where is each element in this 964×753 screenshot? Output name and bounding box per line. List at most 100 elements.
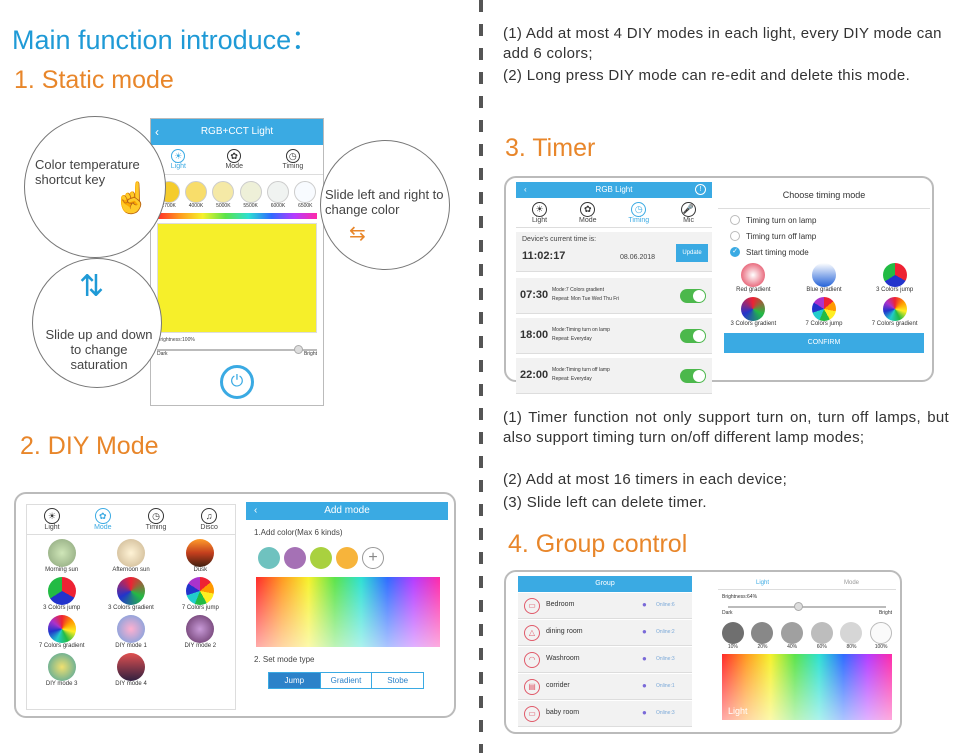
type-stobe-button[interactable]: Stobe xyxy=(371,673,423,688)
mode-item[interactable]: 7 Colors gradient xyxy=(27,615,96,649)
tab-light[interactable]: ☀Light xyxy=(44,508,61,531)
group-row[interactable]: ◠Washroom●Online:3 xyxy=(518,647,692,673)
bright-label: Bright xyxy=(878,610,892,616)
tab-mode[interactable]: ✿Mode xyxy=(94,508,112,531)
tab-light[interactable]: ☀Light xyxy=(532,201,547,224)
group-brightness-thumb[interactable] xyxy=(794,602,803,611)
back-icon[interactable]: ‹ xyxy=(524,185,527,194)
group-status: Online:3 xyxy=(656,656,675,662)
tab-timing[interactable]: ◷Timing xyxy=(628,201,649,224)
timer-row[interactable]: 18:00 Mode:Timing turn on lamp Repeat: E… xyxy=(516,318,712,354)
mode-item[interactable]: Dusk xyxy=(166,539,235,573)
mode-item[interactable]: DIY mode 4 xyxy=(96,653,165,687)
brightness-slider[interactable] xyxy=(157,349,317,351)
group-status: Online:1 xyxy=(656,683,675,689)
tab-label: Timing xyxy=(282,163,304,170)
timer-repeat: Repeat: Everyday xyxy=(552,336,592,342)
group-row[interactable]: ▭baby room●Online:3 xyxy=(518,701,692,727)
level-swatch[interactable]: 20% xyxy=(751,622,774,650)
static-header: ‹ RGB+CCT Light xyxy=(151,119,323,145)
timer-note-3: (3) Slide left can delete timer. xyxy=(503,494,707,511)
group-header: Group xyxy=(518,576,692,592)
temp-swatch[interactable]: 6000K xyxy=(266,181,289,209)
color-chip[interactable] xyxy=(336,547,358,569)
group-brightness-slider[interactable] xyxy=(728,606,886,608)
color-picker[interactable] xyxy=(256,577,440,647)
tab-light[interactable]: ☀Light xyxy=(171,149,186,170)
timer-time: 18:00 xyxy=(520,329,549,341)
bulb-icon: ☀ xyxy=(171,149,186,163)
add-color-icon[interactable]: + xyxy=(362,547,384,569)
timing-mode-item[interactable]: Red gradient xyxy=(718,263,789,293)
tab-mode[interactable]: ✿Mode xyxy=(579,201,597,224)
type-gradient-button[interactable]: Gradient xyxy=(319,673,372,688)
brightness-thumb[interactable] xyxy=(294,345,303,354)
temp-swatch[interactable]: 4000K xyxy=(184,181,207,209)
color-chip[interactable] xyxy=(310,547,332,569)
saturation-pad[interactable] xyxy=(157,223,317,333)
group-row[interactable]: △dining room●Online:2 xyxy=(518,620,692,646)
tab-mode[interactable]: ✿Mode xyxy=(225,149,243,170)
hue-slider[interactable] xyxy=(157,213,317,219)
callout-text: Slide up and down to change saturation xyxy=(45,327,153,372)
type-jump-button[interactable]: Jump xyxy=(269,673,320,688)
color-chip[interactable] xyxy=(284,547,306,569)
mode-item[interactable]: DIY mode 1 xyxy=(96,615,165,649)
level-swatch[interactable]: 10% xyxy=(721,622,744,650)
baby-room-icon: ▭ xyxy=(524,706,540,722)
confirm-button[interactable]: CONFIRM xyxy=(724,333,924,353)
temp-swatch[interactable]: 5000K xyxy=(212,181,235,209)
timer-row[interactable]: 22:00 Mode:Timing turn off lamp Repeat: … xyxy=(516,358,712,394)
mode-item[interactable]: 3 Colors gradient xyxy=(96,577,165,611)
diy-note-2: (2) Long press DIY mode can re-edit and … xyxy=(503,67,911,84)
group-name: dining room xyxy=(546,628,583,635)
clock-icon: ◷ xyxy=(631,201,647,217)
tab-timing[interactable]: ◷Timing xyxy=(146,508,166,531)
mode-icon: ✿ xyxy=(227,149,242,163)
mode-item[interactable]: 3 Colors jump xyxy=(27,577,96,611)
timing-mode-item[interactable]: 7 Colors gradient xyxy=(859,297,930,327)
option-turn-off[interactable]: Timing turn off lamp xyxy=(730,231,816,241)
timing-mode-item[interactable]: Blue gradient xyxy=(789,263,860,293)
tab-timing[interactable]: ◷Timing xyxy=(282,149,303,170)
timing-mode-item[interactable]: 3 Colors jump xyxy=(859,263,930,293)
timer-toggle[interactable] xyxy=(680,369,706,383)
back-icon[interactable]: ‹ xyxy=(254,505,258,516)
diy-note-1: (1) Add at most 4 DIY modes in each ligh… xyxy=(503,25,942,62)
timing-mode-item[interactable]: 7 Colors jump xyxy=(789,297,860,327)
mode-item[interactable]: DIY mode 2 xyxy=(166,615,235,649)
timer-row[interactable]: 07:30 Mode:7 Colors gradient Repeat: Mon… xyxy=(516,278,712,314)
tab-mic[interactable]: 🎤Mic xyxy=(681,201,697,224)
tab-light[interactable]: Light xyxy=(755,580,769,586)
info-icon[interactable]: ! xyxy=(695,184,706,195)
mode-item[interactable]: Morning sun xyxy=(27,539,96,573)
level-swatch[interactable]: 60% xyxy=(810,622,833,650)
update-button[interactable]: Update xyxy=(676,244,708,262)
timer-note-1: (1) Timer function not only support turn… xyxy=(503,409,949,446)
group-row[interactable]: ▤corrider●Online:1 xyxy=(518,674,692,700)
back-icon[interactable]: ‹ xyxy=(155,125,159,139)
bright-label: Bright xyxy=(303,351,317,357)
timer-toggle[interactable] xyxy=(680,289,706,303)
timing-mode-item[interactable]: 3 Colors gradient xyxy=(718,297,789,327)
timer-toggle[interactable] xyxy=(680,329,706,343)
tab-disco[interactable]: ♫Disco xyxy=(200,508,218,531)
option-start-mode[interactable]: ✓Start timing mode xyxy=(730,247,809,257)
vertical-swipe-icon: ⇅ xyxy=(79,270,105,303)
tab-label: Mode xyxy=(579,216,597,224)
group-color-picker[interactable]: Light xyxy=(722,654,892,720)
mode-item[interactable]: 7 Colors jump xyxy=(166,577,235,611)
mode-item[interactable]: Afternoon sun xyxy=(96,539,165,573)
temp-swatch[interactable]: 6500K xyxy=(294,181,317,209)
power-icon[interactable]: ⏻ xyxy=(220,365,254,399)
mode-item[interactable]: DIY mode 3 xyxy=(27,653,96,687)
level-swatch[interactable]: 80% xyxy=(840,622,863,650)
tab-mode[interactable]: Mode xyxy=(843,580,859,586)
level-swatch[interactable]: 40% xyxy=(781,622,804,650)
level-swatch[interactable]: 100% xyxy=(870,622,893,650)
dark-label: Dark xyxy=(722,610,733,616)
temp-swatch[interactable]: 5500K xyxy=(239,181,262,209)
option-turn-on[interactable]: Timing turn on lamp xyxy=(730,215,816,225)
group-row[interactable]: ▭Bedroom●Online:6 xyxy=(518,593,692,619)
color-chip[interactable] xyxy=(258,547,280,569)
